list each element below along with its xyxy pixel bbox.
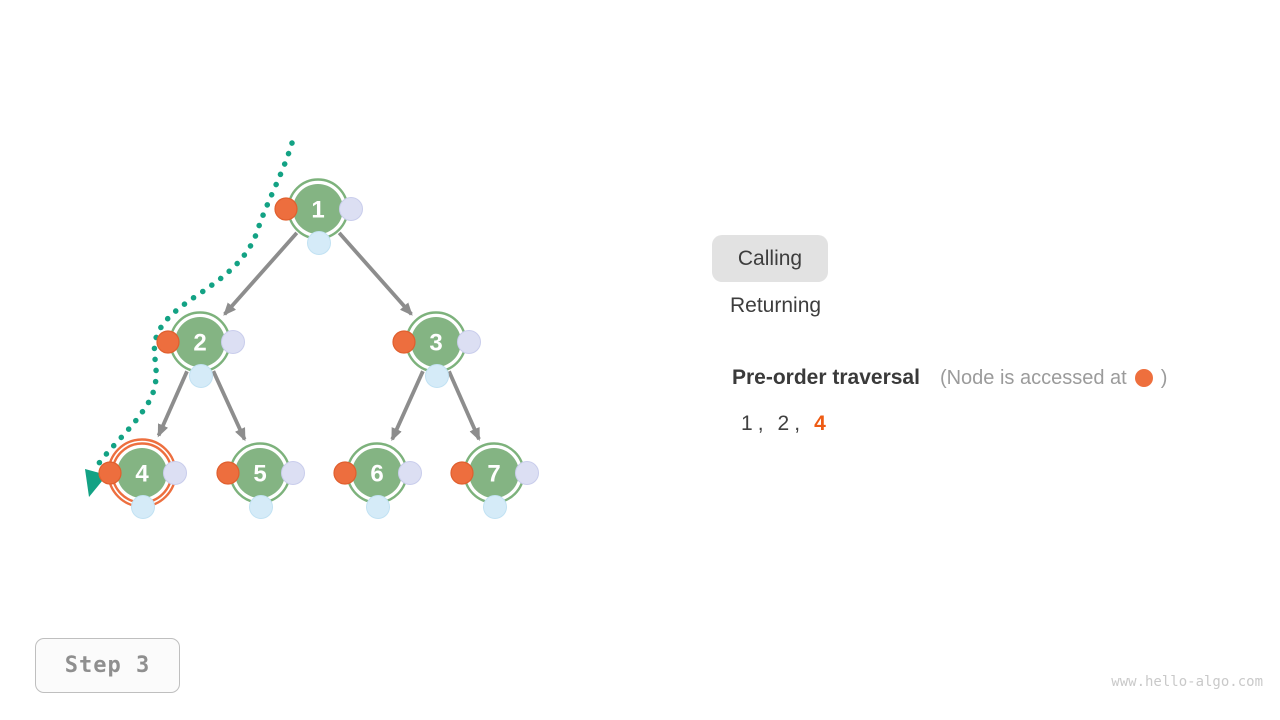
tree-edges [156,231,481,442]
node-inorder-dot [221,330,245,354]
node-preorder-dot [216,461,240,485]
node-inorder-dot [281,461,305,485]
tree-edge-2-5 [211,370,247,442]
tree-node-4: 4 [98,438,187,519]
traversal-note-text: (Node is accessed at [939,366,1127,389]
node-label: 6 [370,461,383,488]
node-label: 3 [429,330,442,357]
tree-edge-3-7 [447,370,481,442]
traversal-sequence: 1 , 2 , 4 [741,412,826,436]
node-circle [235,448,285,498]
node-preorder-dot [333,461,357,485]
node-label: 5 [253,461,266,488]
sequence-value: 1 [741,412,753,435]
node-preorder-dot [450,461,474,485]
node-postorder-dot [249,495,273,519]
tree-edge-1-2 [223,231,299,316]
tree-node-3: 3 [392,311,481,388]
node-circle [293,184,343,234]
sequence-value-current: 4 [814,412,826,435]
sequence-value: 2 [777,412,790,435]
node-preorder-dot [156,330,180,354]
node-circle [175,317,225,367]
node-inorder-dot [457,330,481,354]
sequence-comma: , [757,412,764,435]
node-inorder-dot [398,461,422,485]
legend-returning-label[interactable]: Returning [730,294,822,317]
node-inorder-dot [163,461,187,485]
sequence-comma: , [794,412,801,435]
binary-tree-figure: 1 2 3 4 5 6 7 [85,140,539,519]
legend-calling-chip[interactable]: Calling [712,235,828,282]
node-inorder-dot [515,461,539,485]
node-label: 4 [135,461,149,488]
node-label: 1 [311,197,324,224]
node-postorder-dot [307,231,331,255]
tree-node-5: 5 [216,442,305,519]
node-postorder-dot [483,495,507,519]
node-circle [352,448,402,498]
watermark: www.hello-algo.com [1111,674,1263,690]
traversal-caption: Pre-order traversal (Node is accessed at… [732,366,1167,390]
tree-nodes: 1 2 3 4 5 6 7 [98,178,539,519]
node-preorder-dot [392,330,416,354]
traversal-title: Pre-order traversal [732,366,920,389]
step-label: Step 3 [64,653,151,678]
traversal-note: (Node is accessed at) [940,367,1167,390]
node-postorder-dot [366,495,390,519]
access-dot-icon [1134,368,1153,387]
node-label: 7 [487,461,500,488]
node-label: 2 [193,330,206,357]
traversal-note-close: ) [1160,366,1168,389]
traversal-dotted-path [94,140,295,469]
tree-node-7: 7 [450,442,539,519]
tree-edge-1-3 [337,231,413,316]
node-circle [469,448,519,498]
tree-edge-2-4 [156,370,189,438]
node-postorder-dot [425,364,449,388]
tree-node-6: 6 [333,442,422,519]
legend-calling-label: Calling [737,246,803,270]
tree-node-1: 1 [274,178,363,255]
node-preorder-dot [274,197,298,221]
tree-edge-3-6 [390,370,425,442]
step-indicator: Step 3 [35,638,180,693]
node-inorder-dot [339,197,363,221]
node-circle [411,317,461,367]
node-preorder-dot [98,461,122,485]
tree-node-2: 2 [156,311,245,388]
node-postorder-dot [131,495,155,519]
node-circle [117,448,167,498]
node-postorder-dot [189,364,213,388]
